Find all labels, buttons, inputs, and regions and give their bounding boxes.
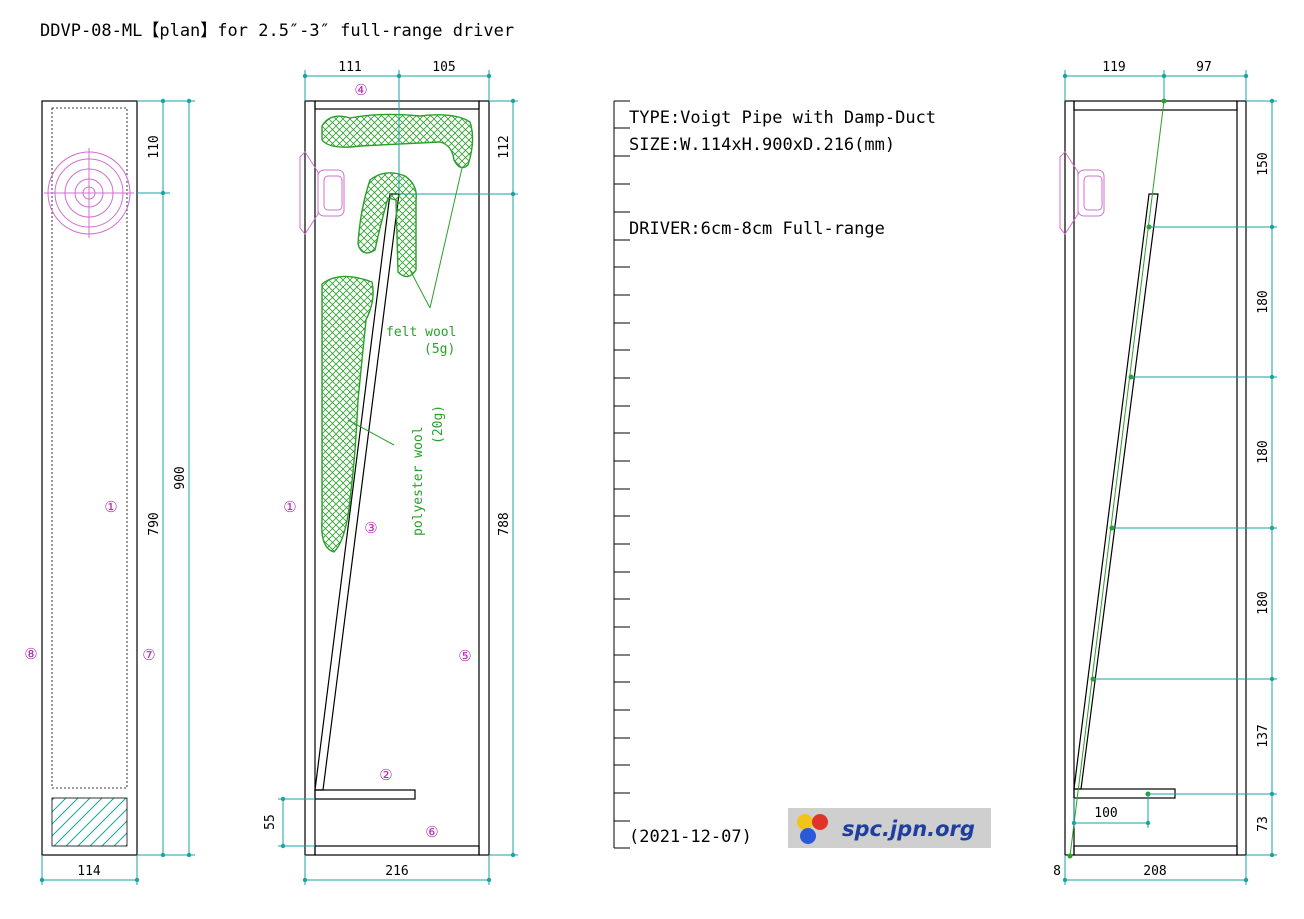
right-seg-6-dim: 73 bbox=[1256, 816, 1271, 832]
side-part-6: ⑥ bbox=[425, 823, 438, 841]
spec-driver: DRIVER:6cm-8cm Full-range bbox=[629, 219, 885, 239]
right-view: 119 97 208 8 100 150 180 180 180 137 73 bbox=[1053, 60, 1277, 885]
front-part-7: ⑦ bbox=[142, 646, 155, 664]
driver-right-icon bbox=[1059, 151, 1105, 235]
side-top-right-dim: 105 bbox=[432, 60, 455, 75]
polyester-wool bbox=[321, 275, 374, 553]
right-slant-board bbox=[1073, 193, 1159, 790]
side-bottom-dim: 216 bbox=[385, 864, 408, 879]
right-top-left-dim: 119 bbox=[1102, 60, 1125, 75]
side-part-5: ⑤ bbox=[458, 647, 471, 665]
site-logo: spc.jpn.org bbox=[788, 808, 991, 848]
felt-wool-label: felt wool bbox=[386, 325, 456, 340]
side-part-4: ④ bbox=[354, 81, 367, 99]
felt-wool-weight: (5g) bbox=[424, 342, 455, 357]
side-view: felt wool (5g) polyester wool (20g) 111 … bbox=[263, 60, 518, 885]
side-right-main-dim: 788 bbox=[497, 512, 512, 535]
polyester-wool-label: polyester wool bbox=[411, 426, 426, 536]
right-seg-2-dim: 180 bbox=[1256, 290, 1271, 313]
right-seg-3-dim: 180 bbox=[1256, 440, 1271, 463]
right-top-right-dim: 97 bbox=[1196, 60, 1212, 75]
front-part-8: ⑧ bbox=[24, 645, 37, 663]
front-part-1: ① bbox=[104, 498, 117, 516]
felt-wool-top bbox=[321, 113, 474, 169]
right-duct-dim: 100 bbox=[1094, 806, 1117, 821]
driver-front-icon bbox=[44, 148, 134, 238]
side-part-2: ② bbox=[379, 766, 392, 784]
side-back-board bbox=[478, 100, 490, 856]
logo-text: spc.jpn.org bbox=[842, 817, 975, 841]
front-top-dim: 110 bbox=[147, 135, 162, 158]
felt-wool-baffle bbox=[357, 172, 417, 278]
right-small-dim: 8 bbox=[1053, 864, 1061, 879]
right-front-board bbox=[1064, 100, 1075, 856]
front-height-dim: 900 bbox=[173, 466, 188, 489]
side-part-3: ③ bbox=[364, 519, 377, 537]
spec-size: SIZE:W.114xH.900xD.216(mm) bbox=[629, 135, 895, 155]
side-part-1: ① bbox=[283, 498, 296, 516]
side-top-board bbox=[314, 100, 480, 110]
right-top-board bbox=[1073, 100, 1238, 111]
drawing-title: DDVP-08-ML【plan】for 2.5″-3″ full-range d… bbox=[40, 21, 514, 41]
driver-side-icon bbox=[299, 151, 345, 235]
side-top-left-dim: 111 bbox=[338, 60, 361, 75]
side-right-top-dim: 112 bbox=[497, 135, 512, 158]
polyester-wool-weight: (20g) bbox=[431, 405, 446, 444]
right-seg-1-dim: 150 bbox=[1256, 152, 1271, 175]
front-view: 114 110 790 900 ① ⑦ ⑧ bbox=[24, 98, 195, 885]
spec-block: TYPE:Voigt Pipe with Damp-Duct SIZE:W.11… bbox=[613, 100, 936, 849]
front-panel bbox=[41, 100, 138, 856]
side-bottom-board bbox=[314, 845, 480, 856]
side-duct-board bbox=[314, 789, 416, 800]
right-back-board bbox=[1236, 100, 1247, 856]
spec-type: TYPE:Voigt Pipe with Damp-Duct bbox=[629, 108, 936, 128]
spec-ruler-ticks bbox=[614, 100, 630, 849]
side-front-board bbox=[304, 100, 316, 856]
right-seg-4-dim: 180 bbox=[1256, 591, 1271, 614]
right-bottom-dim: 208 bbox=[1143, 864, 1166, 879]
spec-date: (2021-12-07) bbox=[629, 827, 752, 847]
front-width-dim: 114 bbox=[77, 864, 101, 879]
right-seg-5-dim: 137 bbox=[1256, 724, 1271, 747]
front-inner-outline bbox=[51, 107, 128, 789]
front-duct-opening bbox=[51, 797, 128, 847]
right-bottom-board bbox=[1073, 845, 1238, 856]
spc-logo-icon bbox=[797, 814, 828, 844]
side-duct-dim: 55 bbox=[263, 814, 278, 830]
front-inner-dim: 790 bbox=[147, 512, 162, 535]
